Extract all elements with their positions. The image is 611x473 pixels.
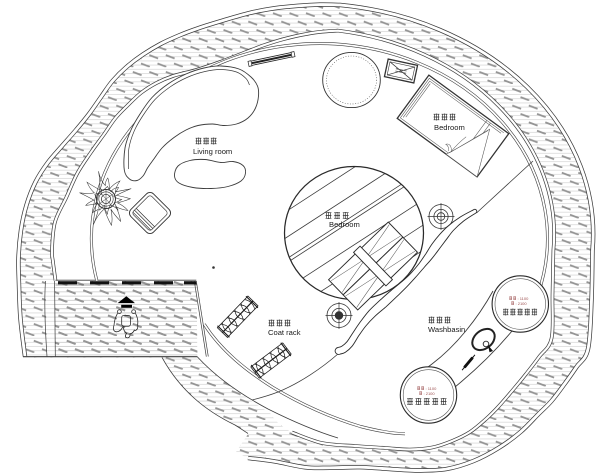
svg-text:Bedroom: Bedroom — [434, 123, 465, 132]
svg-text:: 1100: : 1100 — [426, 386, 438, 391]
svg-text:: 1100: : 1100 — [518, 296, 530, 301]
svg-text:Washbasin: Washbasin — [428, 325, 465, 334]
svg-text:Coat rack: Coat rack — [268, 328, 301, 337]
svg-text:: 2100: : 2100 — [516, 301, 528, 306]
svg-text:: 2100: : 2100 — [424, 391, 436, 396]
svg-text:Living room: Living room — [193, 147, 232, 156]
svg-text:Bedroom: Bedroom — [329, 220, 360, 229]
